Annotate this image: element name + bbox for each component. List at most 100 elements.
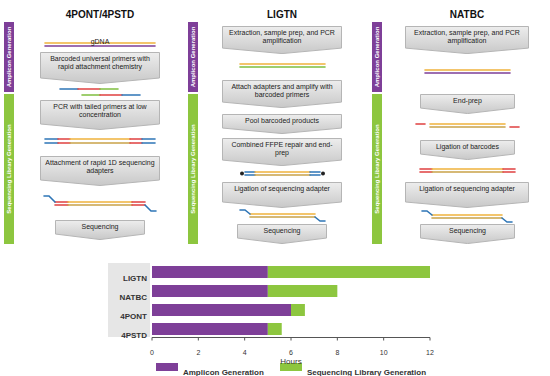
tick-label: 8 (335, 349, 339, 356)
tick-label: 12 (426, 349, 434, 356)
arrow-box-shape (406, 27, 529, 54)
stage-text: Sequencing Library Generation (190, 124, 196, 213)
arrow-box-shape (223, 27, 342, 54)
label-holder: 4PONT (0, 305, 147, 323)
step-text: Sequencing (242, 227, 322, 235)
process-arrow-box: Attach adapters and amplify with barcode… (222, 80, 342, 108)
process-arrow-box: Sequencing (237, 224, 327, 244)
step-text: Pool barcoded products (227, 117, 337, 125)
bar-segment (268, 285, 338, 297)
bar-segment (152, 266, 268, 278)
process-arrow-box: Extraction, sample prep, and PCR amplifi… (222, 26, 342, 54)
step-text: PCR with tailed primers at low concentra… (45, 103, 155, 119)
sample-label: gDNA (91, 38, 110, 45)
category-label: NATBC (120, 293, 147, 302)
bar-text-holder: Sequencing Library Generation (188, 94, 198, 244)
label-holder: 4 (145, 341, 345, 359)
arrow-box-shape (41, 101, 160, 130)
step-text: Combined FFPE repair and end-prep (227, 141, 337, 157)
step-text: Ligation of barcodes (425, 143, 510, 151)
axis-tick (198, 338, 199, 341)
library-stage-bar: Sequencing Library Generation (4, 94, 14, 244)
process-arrow-box: End-prep (420, 94, 515, 114)
bar-segment (268, 323, 282, 335)
step-text: Sequencing (60, 223, 140, 231)
process-arrow-box: Pool barcoded products (222, 114, 342, 134)
arrow-box-shape (421, 225, 515, 244)
column-title: 4PONT/4PSTD (66, 9, 134, 20)
process-arrow-box: Extraction, sample prep, and PCR amplifi… (405, 26, 529, 54)
bar-text-holder: Sequencing Library Generation (4, 94, 14, 244)
label-holder: 2 (98, 341, 298, 359)
legend-holder: Sequencing Library Generation (307, 361, 426, 376)
tick-label: 6 (289, 349, 293, 356)
stage-text: Sequencing Library Generation (6, 124, 12, 213)
arrow-box-shape (223, 139, 342, 166)
bar-text-holder: Amplicon Generation (4, 22, 14, 92)
arrow-box-shape (238, 225, 327, 244)
axis-tick (337, 338, 338, 341)
process-arrow-box: Ligation of sequencing adapter (222, 182, 342, 208)
label-holder: LIGTN (182, 4, 382, 22)
axis-tick (152, 338, 153, 341)
label-holder: 6 (191, 341, 391, 359)
axis-tick (383, 338, 384, 341)
stage-text: Amplicon Generation (190, 27, 196, 88)
library-stage-bar: Sequencing Library Generation (188, 94, 198, 244)
label-holder: 10 (284, 341, 484, 359)
label-holder: NATBC (367, 4, 550, 22)
amplicon-stage-bar: Amplicon Generation (4, 22, 14, 92)
arrow-box-shape (421, 141, 515, 160)
bar-segment (152, 323, 268, 335)
amplicon-stage-bar: Amplicon Generation (372, 22, 382, 92)
label-holder: 4PSTD (0, 324, 147, 342)
label-holder: 12 (330, 341, 530, 359)
step-text: Attach adapters and amplify with barcode… (227, 83, 337, 99)
legend-holder: Amplicon Generation (183, 361, 264, 376)
amplicon-stage-bar: Amplicon Generation (188, 22, 198, 92)
arrow-box-shape (223, 183, 342, 208)
bar-segment (268, 266, 430, 278)
bar-text-holder: Amplicon Generation (372, 22, 382, 92)
step-text: Extraction, sample prep, and PCR amplifi… (410, 29, 524, 45)
step-text: Ligation of sequencing adapter (227, 185, 337, 193)
tick-label: 2 (196, 349, 200, 356)
category-label: 4PSTD (121, 331, 147, 340)
process-arrow-box: Attachment of rapid 1D sequencing adapte… (40, 156, 160, 186)
library-stage-bar: Sequencing Library Generation (372, 94, 382, 244)
step-text: Ligation of sequencing adapter (410, 185, 524, 193)
category-label: LIGTN (123, 274, 147, 283)
legend-text: Amplicon Generation (183, 368, 264, 376)
column-title: LIGTN (267, 9, 297, 20)
arrow-box-shape (56, 221, 145, 240)
label-holder: 8 (237, 341, 437, 359)
column-title: NATBC (450, 9, 484, 20)
axis-tick (430, 338, 431, 341)
process-arrow-box: Sequencing (55, 220, 145, 240)
legend-text: Sequencing Library Generation (307, 368, 426, 376)
bar-text-holder: Sequencing Library Generation (372, 94, 382, 244)
label-holder: LIGTN (0, 267, 147, 285)
stage-text: Amplicon Generation (6, 27, 12, 88)
tick-label: 0 (150, 349, 154, 356)
arrow-box-shape (421, 95, 515, 114)
step-text: Attachment of rapid 1D sequencing adapte… (45, 159, 155, 175)
arrow-box-shape (223, 81, 342, 108)
step-text: Extraction, sample prep, and PCR amplifi… (227, 29, 337, 45)
label-holder: 0 (52, 341, 252, 359)
bar-text-holder: Amplicon Generation (188, 22, 198, 92)
legend-swatch (156, 363, 178, 371)
process-arrow-box: Barcoded universal primers with rapid at… (40, 52, 160, 84)
category-label: 4PONT (120, 312, 147, 321)
bar-segment (152, 304, 291, 316)
axis-tick (291, 338, 292, 341)
axis-tick (244, 338, 245, 341)
arrow-box-shape (41, 53, 160, 84)
arrow-box-shape (406, 183, 529, 208)
stage-text: Amplicon Generation (374, 27, 380, 88)
arrow-box-shape (223, 115, 342, 134)
step-text: End-prep (425, 97, 510, 105)
label-holder: 4PONT/4PSTD (0, 4, 200, 22)
bar-segment (152, 285, 268, 297)
label-holder: NATBC (0, 286, 147, 304)
